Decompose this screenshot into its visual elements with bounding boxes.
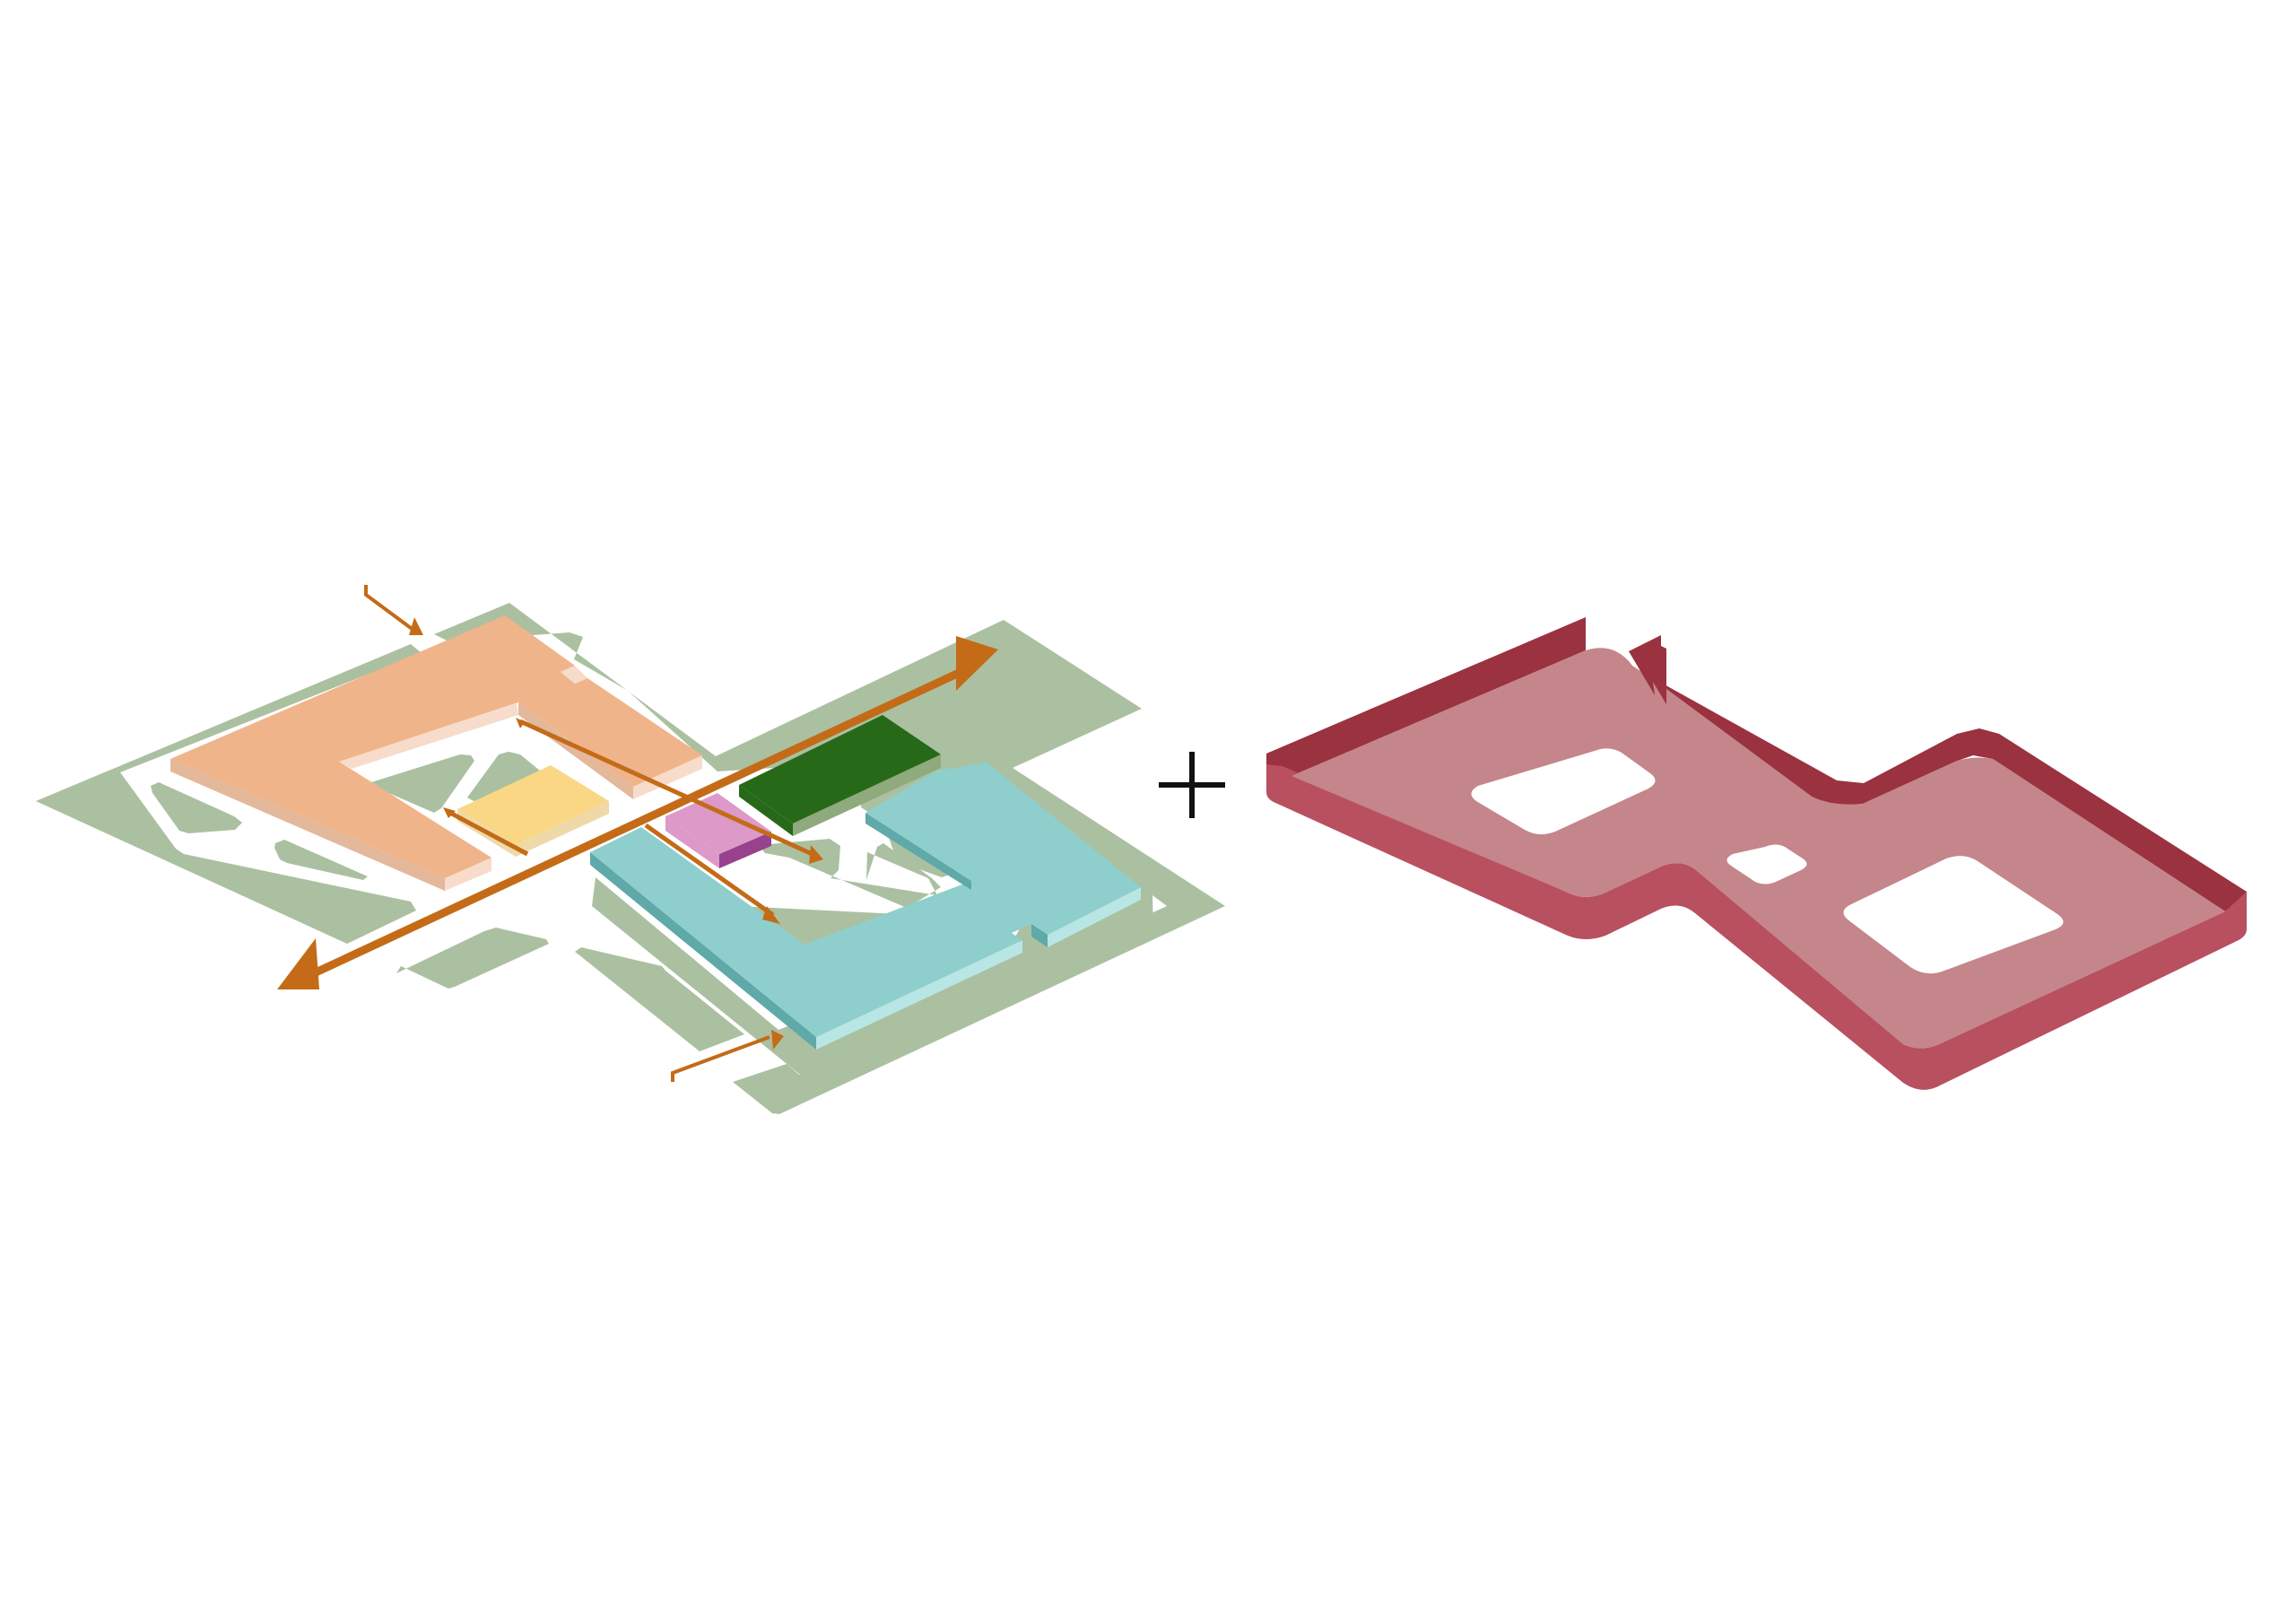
entry-arrow-s xyxy=(671,1035,770,1082)
site-ground-pad-b xyxy=(274,840,368,880)
main-axis-arrowhead-sw xyxy=(277,938,319,989)
cross-axis-line-3 xyxy=(447,809,529,857)
continuous-platform-diagram xyxy=(1266,617,2247,1090)
site-ground-upper xyxy=(434,603,1225,1114)
dark-green-block-side-2 xyxy=(739,785,793,836)
teal-inner-side xyxy=(865,813,971,890)
yellow-block-side-2 xyxy=(516,801,609,857)
entry-arrow-nw xyxy=(364,585,416,632)
teal-block-side-front xyxy=(590,852,816,1050)
building-block-teal xyxy=(590,763,1141,1050)
cross-axis-line-1 xyxy=(518,719,820,859)
orange-block-top xyxy=(170,615,702,878)
pink-block-top xyxy=(665,793,771,854)
site-ground-pad-a xyxy=(151,782,242,833)
building-block-dark-green xyxy=(739,715,941,836)
platform-front-side xyxy=(1266,764,2247,1090)
yellow-block-top xyxy=(457,765,609,845)
cross-axis-1-tail xyxy=(516,718,525,728)
teal-notch-side xyxy=(1031,924,1048,947)
site-ground-pad-c xyxy=(371,754,474,813)
orange-block-side xyxy=(170,759,445,891)
site-ground-lower-pad-2 xyxy=(575,947,744,1051)
main-axis-line xyxy=(314,664,970,977)
cross-axis-1-head xyxy=(809,845,823,864)
platform-top-surface xyxy=(1292,648,2225,1049)
orange-block-light-ledge xyxy=(339,703,518,769)
site-ground-lower-pad xyxy=(396,928,549,989)
cross-axis-line-2 xyxy=(644,823,775,918)
site-ground-main xyxy=(36,644,422,944)
building-block-pink xyxy=(665,793,771,868)
plus-vertical-bar xyxy=(1189,752,1195,818)
dark-green-block-top xyxy=(739,715,941,824)
pink-block-side-2 xyxy=(719,832,771,868)
teal-block-light-front-2 xyxy=(1048,887,1141,947)
plus-icon: + xyxy=(1159,752,1225,818)
site-ground-courtyard xyxy=(737,839,941,948)
cross-axis-2-head xyxy=(762,906,780,924)
site-ground-pad-d xyxy=(467,752,551,801)
platform-back-wall-left xyxy=(1266,617,1586,776)
orange-block-light-ledge-3 xyxy=(633,755,702,799)
dark-green-block-side xyxy=(793,754,941,836)
main-axis-arrowhead-ne xyxy=(956,636,998,691)
orange-notch-light xyxy=(561,666,587,684)
orange-block-light-ledge-2 xyxy=(445,858,491,891)
entry-arrow-s-head xyxy=(771,1030,784,1050)
building-block-orange xyxy=(170,615,702,891)
entry-arrow-nw-head xyxy=(409,617,423,635)
loop-arrow-icon xyxy=(1629,635,1666,704)
site-ground xyxy=(36,603,1225,1114)
circulation-arrows xyxy=(277,585,998,1082)
teal-block-light-front xyxy=(816,940,1022,1050)
teal-block-top xyxy=(590,763,1141,1037)
orange-block-side-2 xyxy=(518,702,633,799)
pink-block-side xyxy=(665,816,719,868)
cross-axis-3-head xyxy=(443,807,456,818)
site-massing-diagram xyxy=(36,585,1225,1114)
